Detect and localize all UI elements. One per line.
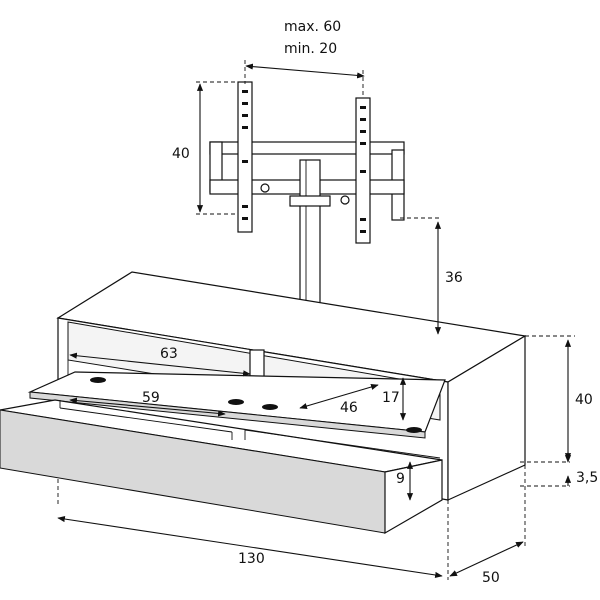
bracket-column <box>299 159 321 321</box>
cabinet <box>0 217 575 580</box>
tv-bracket <box>209 81 405 321</box>
cabinet-height-label: 40 <box>575 392 593 408</box>
total-width-label: 130 <box>238 551 265 567</box>
inner-depth-label: 46 <box>340 400 358 416</box>
inner-height-label: 17 <box>382 390 400 406</box>
drawer-height-label: 9 <box>396 471 405 487</box>
bracket-min-label: min. 20 <box>284 41 337 57</box>
mount-height-label: 36 <box>445 270 463 286</box>
bracket-height-label: 40 <box>172 146 190 162</box>
plinth-height-label: 3,5 <box>576 470 598 486</box>
dimension-lines <box>57 60 572 579</box>
inner-width-bottom-label: 59 <box>142 390 160 406</box>
bracket-max-label: max. 60 <box>284 19 341 35</box>
total-depth-label: 50 <box>482 570 500 586</box>
inner-width-top-label: 63 <box>160 346 178 362</box>
